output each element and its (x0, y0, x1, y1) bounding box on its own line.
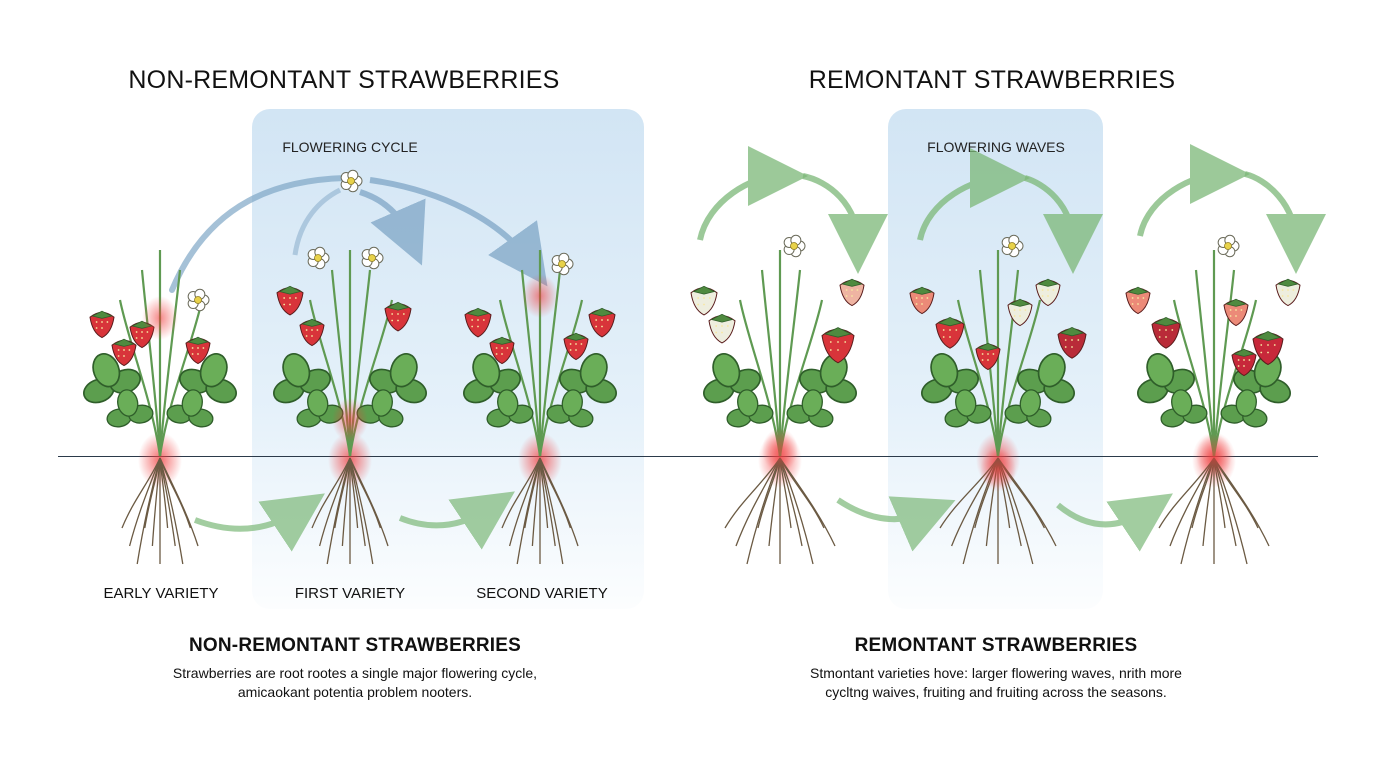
strawberry (111, 338, 137, 367)
non-remontant-panel: NON-REMONTANT STRAWBERRIES FLOWERING CYC… (58, 66, 688, 702)
strawberry (1035, 278, 1061, 307)
strawberry (588, 307, 616, 338)
strawberry (935, 316, 965, 349)
right-summary-text: Stmontant varieties hove: larger floweri… (746, 664, 1246, 702)
strawberry (384, 301, 412, 332)
leaf (463, 353, 521, 404)
leaf (1220, 389, 1268, 428)
right-title: REMONTANT STRAWBERRIES (808, 66, 1176, 94)
remontant-panel: REMONTANT STRAWBERRIES FLOWERING WAVES R… (688, 0, 1376, 768)
strawberry-flower (187, 288, 210, 312)
leaf (166, 389, 214, 428)
growth-arrow (193, 493, 325, 552)
left-summary-heading: NON-REMONTANT STRAWBERRIES (188, 635, 522, 656)
flowering-waves-label: FLOWERING WAVES (927, 139, 1065, 155)
strawberry (1275, 278, 1301, 307)
strawberry (1151, 316, 1181, 349)
variety-label-first: FIRST VARIETY (294, 585, 406, 602)
leaf (83, 353, 141, 404)
leaf (1160, 389, 1208, 428)
flowering-wave-arrow (802, 173, 888, 274)
strawberry (489, 336, 515, 365)
leaf (486, 389, 534, 428)
strawberry (708, 313, 736, 344)
strawberry (563, 332, 589, 361)
strawberry-plant (83, 250, 237, 565)
strawberry (299, 318, 325, 347)
left-plants-illustration (83, 169, 617, 565)
flowering-wave-arrow (917, 148, 1030, 241)
roots (311, 457, 389, 565)
strawberry (1007, 298, 1033, 327)
strawberry-flower (307, 246, 330, 270)
left-title: NON-REMONTANT STRAWBERRIES (128, 66, 560, 94)
leaf (273, 353, 331, 404)
variety-label-second: SECOND VARIETY (476, 585, 608, 602)
strawberry-flower (340, 169, 363, 193)
strawberry-flower (551, 252, 574, 276)
flowering-arrow (369, 177, 548, 287)
strawberry (975, 342, 1001, 371)
leaf (1137, 353, 1195, 404)
flowering-arrow (359, 189, 426, 266)
leaf (1233, 353, 1291, 404)
right-summary-line-1: Stmontant varieties hove: larger floweri… (810, 665, 1182, 681)
leaf (1017, 353, 1075, 404)
strawberry-flower (783, 234, 806, 258)
leaf (786, 389, 834, 428)
variety-label-early: EARLY VARIETY (103, 585, 219, 602)
strawberry (909, 286, 935, 315)
leaf (179, 353, 237, 404)
strawberry (1057, 326, 1087, 359)
strawberry-plant (463, 250, 617, 565)
leaf (726, 389, 774, 428)
flowering-wave-arrow (1024, 175, 1103, 274)
leaf (369, 353, 427, 404)
growth-arrow (1056, 493, 1173, 552)
left-summary-line-2: amicaokant potentia problem nooters. (237, 684, 473, 700)
strawberry (89, 310, 115, 339)
strawberry-plant (273, 246, 427, 565)
roots (724, 457, 836, 565)
roots (501, 457, 579, 565)
right-summary-heading: REMONTANT STRAWBERRIES (854, 635, 1138, 656)
strawberry-flower (1001, 234, 1024, 258)
strawberry (185, 336, 211, 365)
strawberry (1231, 348, 1257, 377)
flowering-arrow (169, 175, 348, 293)
strawberry (690, 285, 718, 316)
leaf (1004, 389, 1052, 428)
roots (121, 457, 199, 565)
flowering-wave-arrow (1137, 144, 1250, 237)
strawberry-flower (361, 246, 384, 270)
strawberry-flower (1217, 234, 1240, 258)
leaf (546, 389, 594, 428)
left-summary-text: Strawberries are root rootes a single ma… (100, 664, 610, 702)
strawberry-plant (1125, 234, 1301, 565)
left-summary-line-1: Strawberries are root rootes a single ma… (172, 665, 538, 681)
strawberry (276, 285, 304, 316)
strawberry (464, 307, 492, 338)
flowering-cycle-label: FLOWERING CYCLE (282, 139, 418, 155)
flowering-wave-arrow (1244, 171, 1326, 274)
leaf (703, 353, 761, 404)
strawberry (839, 278, 865, 307)
leaf (559, 353, 617, 404)
flowering-wave-arrow (697, 146, 808, 241)
growth-arrow (398, 491, 515, 550)
strawberry (1125, 286, 1151, 315)
left-ground-line (58, 456, 688, 457)
growth-arrow (836, 496, 956, 552)
leaf (106, 389, 154, 428)
leaf (944, 389, 992, 428)
flowering-arrow (292, 187, 342, 256)
leaf (921, 353, 979, 404)
strawberry (821, 327, 855, 364)
right-plants-illustration (690, 144, 1326, 565)
right-summary-line-2: cycltng waives, fruiting and fruiting ac… (825, 684, 1167, 700)
strawberry-plant (690, 234, 865, 565)
strawberry-plant (909, 234, 1087, 565)
strawberry (1252, 331, 1284, 366)
strawberry (1223, 298, 1249, 327)
